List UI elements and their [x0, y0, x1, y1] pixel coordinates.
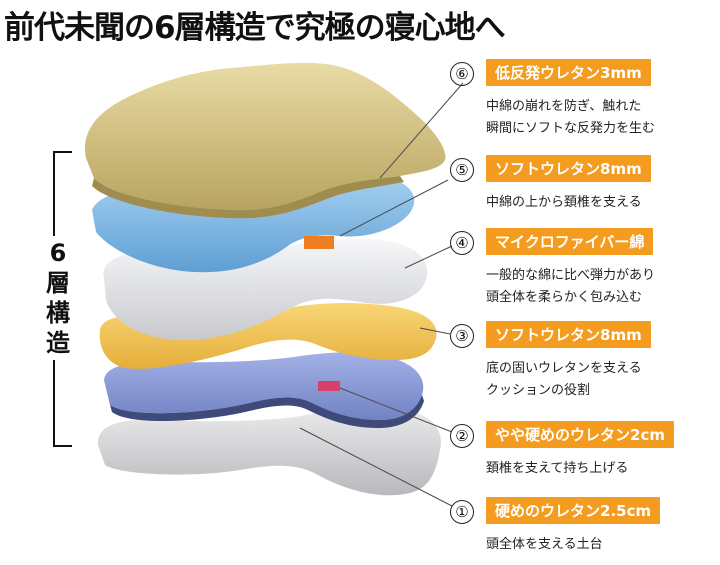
- side-label-char: 6: [49, 239, 67, 267]
- layer-description: 底の固いウレタンを支える クッションの役割: [486, 358, 714, 402]
- desc-line: 一般的な綿に比べ弾力があり: [486, 268, 656, 283]
- layer-number: ⑤: [450, 158, 474, 182]
- layer-description: 中綿の上から頚椎を支える: [486, 192, 714, 214]
- desc-line: 頚椎を支えて持ち上げる: [486, 461, 629, 476]
- layer-description: 頭全体を支える土台: [486, 534, 714, 556]
- layer-6-edge: [92, 176, 404, 219]
- layer-number: ①: [450, 500, 474, 524]
- desc-line: 中綿の上から頚椎を支える: [486, 195, 642, 210]
- layer-description: 中綿の崩れを防ぎ、触れた 瞬間にソフトな反発力を生む: [486, 96, 714, 140]
- layer-name-tag: マイクロファイバー綿: [486, 228, 654, 255]
- desc-line: 瞬間にソフトな反発力を生む: [486, 121, 656, 136]
- layer-2-tab: [318, 381, 340, 391]
- layer-2-shape: [104, 352, 424, 420]
- layer-name-tag: ソフトウレタン8mm: [486, 155, 651, 182]
- layer-2-edge: [110, 395, 424, 428]
- layer-number: ②: [450, 424, 474, 448]
- layer-name-tag: 低反発ウレタン3mm: [486, 59, 651, 86]
- desc-line: 底の固いウレタンを支える: [486, 361, 642, 376]
- side-label-char: 層: [46, 269, 70, 297]
- side-bracket: [53, 151, 72, 447]
- layer-number: ⑥: [450, 62, 474, 86]
- layer-1-shape: [97, 404, 441, 496]
- desc-line: 頭全体を柔らかく包み込む: [486, 290, 643, 305]
- layer-description: 一般的な綿に比べ弾力があり 頭全体を柔らかく包み込む: [486, 265, 714, 309]
- layer-name-tag: 硬めのウレタン2.5cm: [486, 497, 661, 524]
- desc-line: 中綿の崩れを防ぎ、触れた: [486, 99, 642, 114]
- layer-number: ③: [450, 324, 474, 348]
- layer-number: ④: [450, 231, 474, 255]
- desc-line: 頭全体を支える土台: [486, 537, 603, 552]
- side-label: 6 層 構 造: [40, 238, 76, 358]
- layer-name-tag: やや硬めのウレタン2cm: [486, 421, 674, 448]
- layer-name-tag: ソフトウレタン8mm: [486, 321, 651, 348]
- layer-5-tab: [304, 236, 334, 249]
- layer-6-shape: [84, 62, 446, 211]
- side-label-char: 造: [46, 329, 70, 357]
- page-title: 前代未聞の6層構造で究極の寝心地へ: [4, 10, 506, 46]
- layer-description: 頚椎を支えて持ち上げる: [486, 458, 714, 480]
- desc-line: クッションの役割: [486, 383, 591, 398]
- side-label-char: 構: [46, 299, 70, 327]
